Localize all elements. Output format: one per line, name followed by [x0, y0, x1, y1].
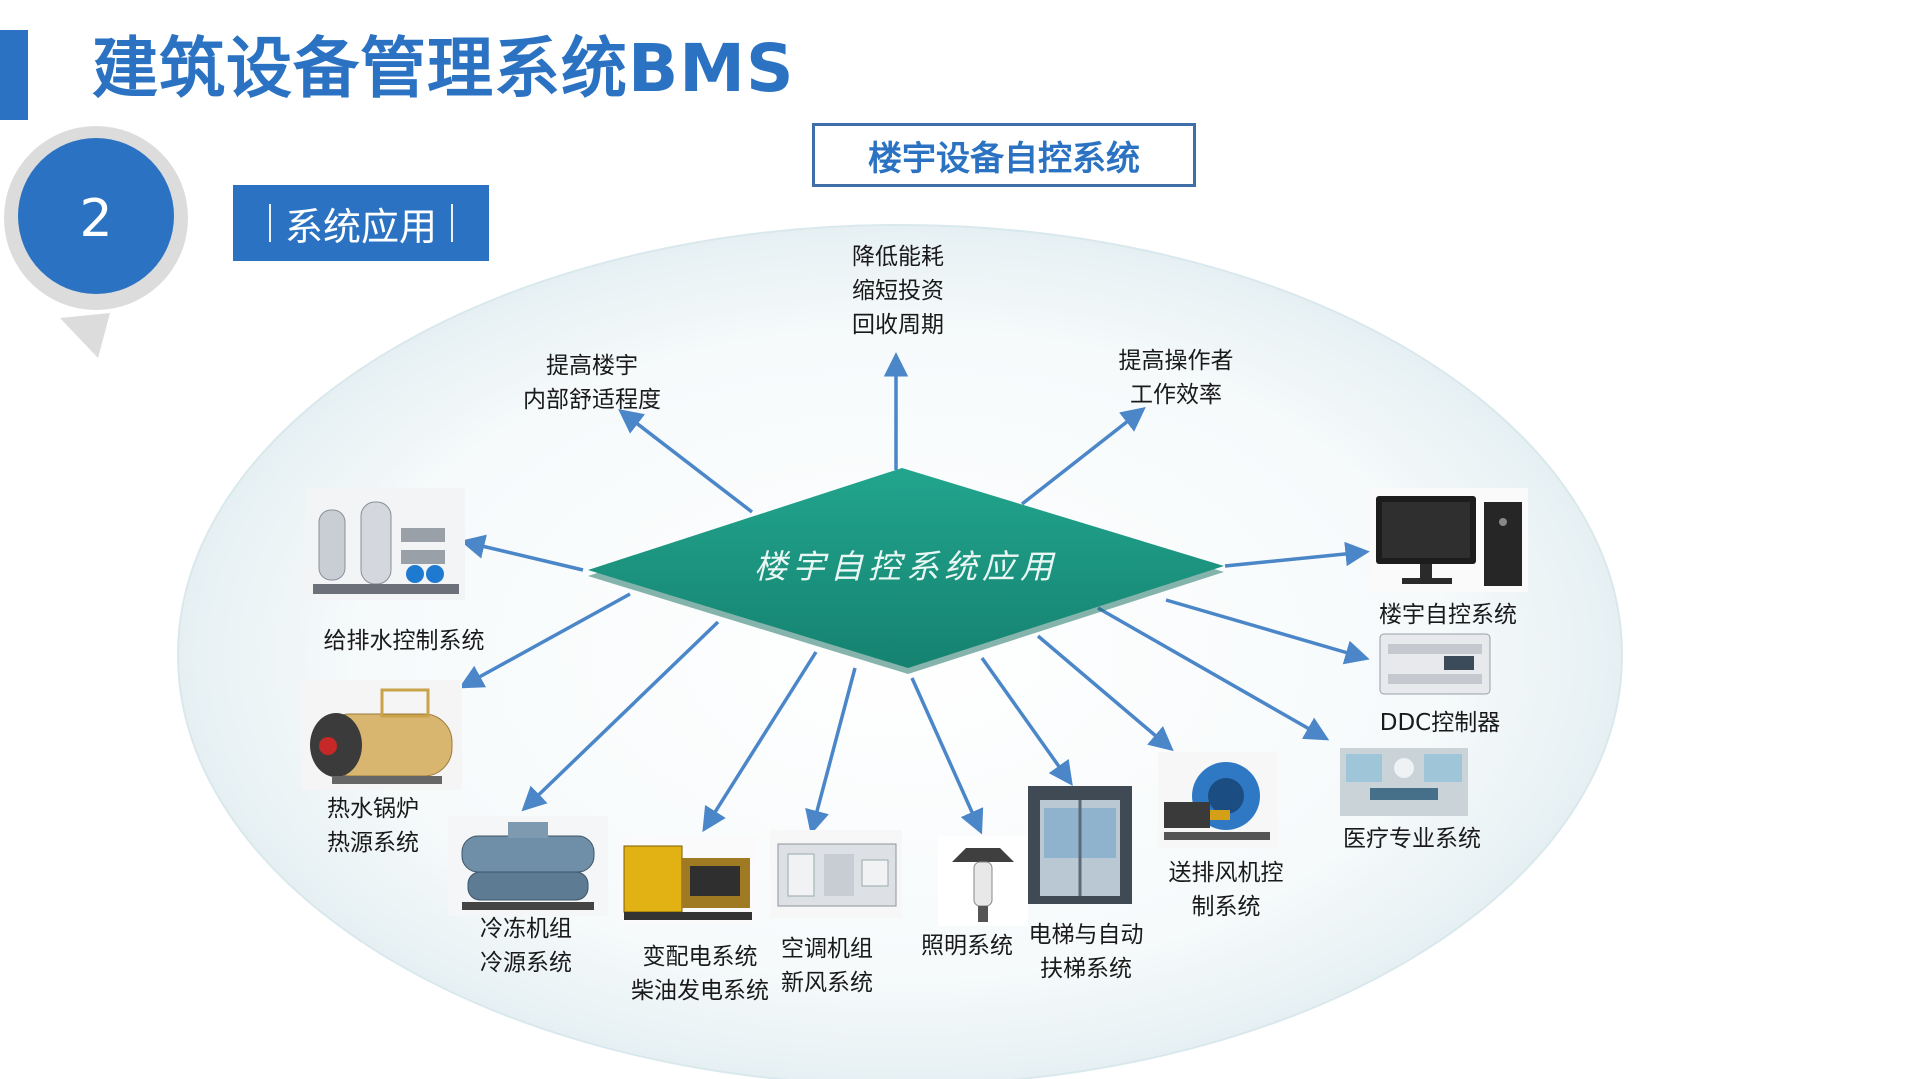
subsystem-boiler: 热水锅炉 热源系统	[327, 792, 419, 860]
subsystem-power: 变配电系统 柴油发电系统	[631, 940, 769, 1008]
subsystem-medical: 医疗专业系统	[1343, 822, 1481, 856]
subsystem-fan: 送排风机控 制系统	[1169, 856, 1284, 924]
arrow-boiler	[458, 592, 631, 689]
subsystem-chiller-line-1: 冷冻机组	[480, 916, 572, 942]
operating-room-icon	[1340, 748, 1468, 816]
subsystem-power-line-1: 变配电系统	[642, 944, 758, 970]
air-handler-icon	[770, 830, 902, 918]
subsystem-chiller: 冷冻机组 冷源系统	[480, 912, 572, 980]
benefit-cost-line-3: 回收周期	[852, 312, 944, 338]
arrow-ddc	[1165, 598, 1370, 665]
elevator-icon	[1028, 786, 1132, 904]
arrow-medical	[1097, 606, 1330, 741]
arrow-benefit-comfort	[618, 409, 754, 514]
subsystem-elevator-line-1: 电梯与自动	[1028, 922, 1144, 948]
subsystem-bas: 楼宇自控系统	[1379, 598, 1517, 632]
arrow-ahu	[805, 667, 857, 835]
benefit-cost-line-2: 缩短投资	[852, 278, 944, 304]
subsystem-chiller-line-2: 冷源系统	[480, 950, 572, 976]
arrow-chiller	[521, 620, 720, 812]
boiler-icon	[302, 680, 462, 790]
subsystem-fan-line-1: 送排风机控	[1168, 860, 1284, 886]
arrow-lighting	[910, 677, 984, 835]
subsystem-water: 给排水控制系统	[324, 624, 485, 658]
section-number-badge: 2	[4, 126, 188, 358]
subsystem-power-line-2: 柴油发电系统	[631, 978, 769, 1004]
subsystem-boiler-line-2: 热源系统	[327, 830, 419, 856]
page-title: 建筑设备管理系统BMS	[92, 30, 795, 107]
benefit-cost: 降低能耗 缩短投资 回收周期	[852, 240, 944, 342]
arrow-bas	[1224, 541, 1370, 568]
center-label: 楼宇自控系统应用	[754, 547, 1058, 586]
generator-icon	[620, 836, 758, 924]
benefit-efficiency-line-1: 提高操作者	[1118, 348, 1234, 374]
subsystem-medical-line-1: 医疗专业系统	[1343, 826, 1481, 852]
arrow-power	[702, 651, 818, 833]
benefit-efficiency-line-2: 工作效率	[1130, 382, 1222, 408]
section-label-divider-right	[451, 204, 453, 242]
title-accent-bar	[0, 30, 28, 120]
section-label-text: 系统应用	[284, 204, 437, 249]
subsystem-fan-line-2: 制系统	[1191, 894, 1261, 920]
subsystem-ahu-line-2: 新风系统	[781, 970, 873, 996]
subsystem-lighting: 照明系统	[921, 929, 1013, 963]
section-number: 2	[79, 189, 112, 249]
arrow-fan	[1036, 634, 1174, 752]
computer-icon	[1370, 488, 1528, 592]
subsystem-elevator: 电梯与自动 扶梯系统	[1029, 918, 1144, 986]
section-label: 系统应用	[233, 185, 489, 261]
section-label-divider-left	[268, 204, 271, 242]
subsystem-bas-line-1: 楼宇自控系统	[1379, 602, 1517, 628]
benefit-comfort-line-1: 提高楼宇	[546, 353, 638, 379]
subsystem-ahu-line-1: 空调机组	[781, 936, 873, 962]
arrows	[458, 352, 1370, 835]
arrow-elevator	[980, 656, 1073, 786]
center-diamond	[588, 468, 1224, 668]
subtitle-box: 楼宇设备自控系统	[812, 123, 1196, 187]
fan-icon	[1158, 752, 1278, 848]
benefit-efficiency: 提高操作者 工作效率	[1119, 344, 1234, 412]
benefit-cost-line-1: 降低能耗	[852, 244, 944, 270]
chiller-icon	[448, 816, 608, 916]
benefit-comfort-line-2: 内部舒适程度	[523, 387, 661, 413]
subsystem-elevator-line-2: 扶梯系统	[1040, 956, 1132, 982]
subsystem-water-line-1: 给排水控制系统	[323, 628, 485, 654]
ddc-controller-icon	[1379, 633, 1491, 695]
arrow-water	[460, 534, 584, 572]
subsystem-lighting-line-1: 照明系统	[921, 933, 1013, 959]
subsystem-ahu: 空调机组 新风系统	[781, 932, 873, 1000]
benefit-comfort: 提高楼宇 内部舒适程度	[523, 349, 661, 417]
water-pump-icon	[305, 488, 465, 600]
lamp-icon	[938, 836, 1028, 926]
subsystem-ddc: DDC控制器	[1380, 706, 1500, 740]
subsystem-boiler-line-1: 热水锅炉	[327, 796, 419, 822]
subsystem-ddc-line-1: DDC控制器	[1379, 710, 1501, 736]
arrow-benefit-efficiency	[1020, 406, 1146, 506]
